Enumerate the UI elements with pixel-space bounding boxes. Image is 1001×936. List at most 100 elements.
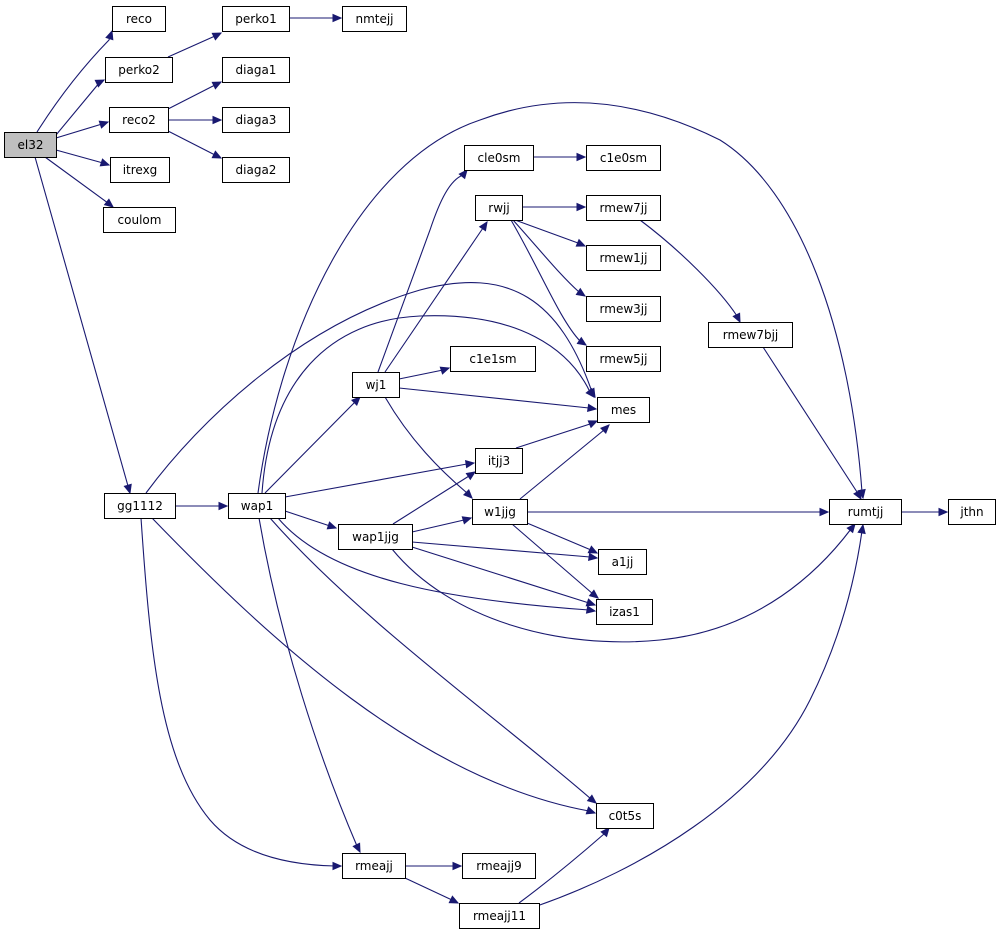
node-diaga1[interactable]: diaga1	[222, 57, 290, 83]
node-nmtejj[interactable]: nmtejj	[342, 6, 407, 32]
arrowhead-icon	[94, 79, 106, 88]
edge-line	[167, 130, 222, 159]
node-c1e0sm[interactable]: c1e0sm	[586, 145, 661, 171]
arrowhead-icon	[463, 489, 473, 499]
edge-line	[411, 546, 596, 606]
node-w1jjg[interactable]: w1jjg	[472, 499, 528, 525]
node-a1jj[interactable]: a1jj	[598, 549, 647, 575]
node-rmew7bjj[interactable]: rmew7bjj	[708, 322, 793, 348]
edge-wap1-to-rumtjj	[257, 102, 866, 500]
node-box[interactable]	[222, 57, 290, 83]
node-diaga3[interactable]: diaga3	[222, 107, 290, 133]
node-box[interactable]	[948, 499, 996, 525]
arrowhead-icon	[448, 895, 460, 904]
edge-rmeajj-to-rmeajj11	[404, 877, 460, 904]
node-cle0sm[interactable]: cle0sm	[464, 145, 534, 171]
node-box[interactable]	[586, 296, 661, 322]
node-box[interactable]	[475, 448, 523, 474]
edge-line	[167, 81, 222, 110]
arrowhead-icon	[846, 523, 856, 534]
arrowhead-icon	[575, 287, 587, 297]
node-perko2[interactable]: perko2	[105, 57, 173, 83]
node-box[interactable]	[222, 6, 290, 32]
node-rmew3jj[interactable]: rmew3jj	[586, 296, 661, 322]
node-box[interactable]	[112, 6, 166, 32]
arrowhead-icon	[212, 115, 223, 125]
edge-gg1112-to-c0t5s	[151, 517, 597, 815]
node-rmeajj[interactable]: rmeajj	[342, 853, 406, 879]
arrowhead-icon	[464, 460, 476, 469]
node-box[interactable]	[475, 195, 523, 221]
edge-wj1-to-cle0sm	[377, 169, 468, 373]
node-gg1112[interactable]: gg1112	[104, 493, 176, 519]
node-box[interactable]	[4, 132, 57, 158]
arrowhead-icon	[586, 794, 597, 804]
node-box[interactable]	[598, 549, 647, 575]
node-box[interactable]	[109, 107, 169, 133]
node-reco[interactable]: reco	[112, 6, 166, 32]
edge-rwjj-to-rmew1jj	[514, 219, 587, 247]
node-box[interactable]	[342, 6, 407, 32]
node-diaga2[interactable]: diaga2	[222, 157, 290, 183]
edge-line	[391, 523, 856, 643]
node-box[interactable]	[222, 107, 290, 133]
node-box[interactable]	[597, 397, 650, 423]
node-wap1[interactable]: wap1	[228, 493, 286, 519]
edge-line	[526, 522, 598, 554]
node-el32[interactable]: el32	[4, 132, 57, 158]
arrowhead-icon	[819, 507, 830, 517]
edge-wap1jjg-to-itjj3	[392, 471, 477, 525]
node-rmew5jj[interactable]: rmew5jj	[586, 346, 661, 372]
node-itrexg[interactable]: itrexg	[110, 157, 170, 183]
node-rwjj[interactable]: rwjj	[475, 195, 523, 221]
node-box[interactable]	[586, 245, 661, 271]
node-rmeajj9[interactable]: rmeajj9	[462, 853, 536, 879]
node-perko1[interactable]: perko1	[222, 6, 290, 32]
node-jthn[interactable]: jthn	[948, 499, 996, 525]
node-wj1[interactable]: wj1	[352, 372, 400, 398]
node-box[interactable]	[464, 145, 534, 171]
node-box[interactable]	[462, 853, 536, 879]
edge-line	[261, 315, 595, 494]
node-c0t5s[interactable]: c0t5s	[596, 803, 654, 829]
node-box[interactable]	[228, 493, 286, 519]
node-box[interactable]	[222, 157, 290, 183]
node-box[interactable]	[450, 346, 536, 372]
node-box[interactable]	[342, 853, 406, 879]
node-izas1[interactable]: izas1	[596, 599, 653, 625]
node-box[interactable]	[596, 599, 653, 625]
node-mes[interactable]: mes	[597, 397, 650, 423]
node-itjj3[interactable]: itjj3	[475, 448, 523, 474]
node-rmeajj11[interactable]: rmeajj11	[459, 903, 540, 929]
node-box[interactable]	[586, 145, 661, 171]
edge-perko1-to-nmtejj	[289, 13, 343, 23]
node-box[interactable]	[352, 372, 400, 398]
edge-reco2-to-diaga3	[168, 115, 223, 125]
node-rumtjj[interactable]: rumtjj	[829, 499, 902, 525]
node-rmew7jj[interactable]: rmew7jj	[586, 195, 661, 221]
node-box[interactable]	[586, 195, 661, 221]
node-box[interactable]	[586, 346, 661, 372]
edge-wap1jjg-to-rumtjj	[391, 523, 856, 643]
arrowhead-icon	[585, 387, 595, 398]
edge-el32-to-coulom	[44, 156, 114, 208]
node-rmew1jj[interactable]: rmew1jj	[586, 245, 661, 271]
node-box[interactable]	[708, 322, 793, 348]
node-box[interactable]	[110, 157, 170, 183]
node-box[interactable]	[459, 903, 540, 929]
node-reco2[interactable]: reco2	[109, 107, 169, 133]
arrowhead-icon	[332, 861, 343, 871]
node-box[interactable]	[829, 499, 902, 525]
node-box[interactable]	[103, 207, 176, 233]
node-box[interactable]	[472, 499, 528, 525]
node-box[interactable]	[596, 803, 654, 829]
node-c1e1sm[interactable]: c1e1sm	[450, 346, 536, 372]
edge-line	[140, 517, 341, 867]
node-wap1jjg[interactable]: wap1jjg	[338, 524, 413, 550]
node-box[interactable]	[104, 493, 176, 519]
arrowhead-icon	[576, 152, 587, 162]
node-box[interactable]	[105, 57, 173, 83]
node-coulom[interactable]: coulom	[103, 207, 176, 233]
node-box[interactable]	[338, 524, 413, 550]
